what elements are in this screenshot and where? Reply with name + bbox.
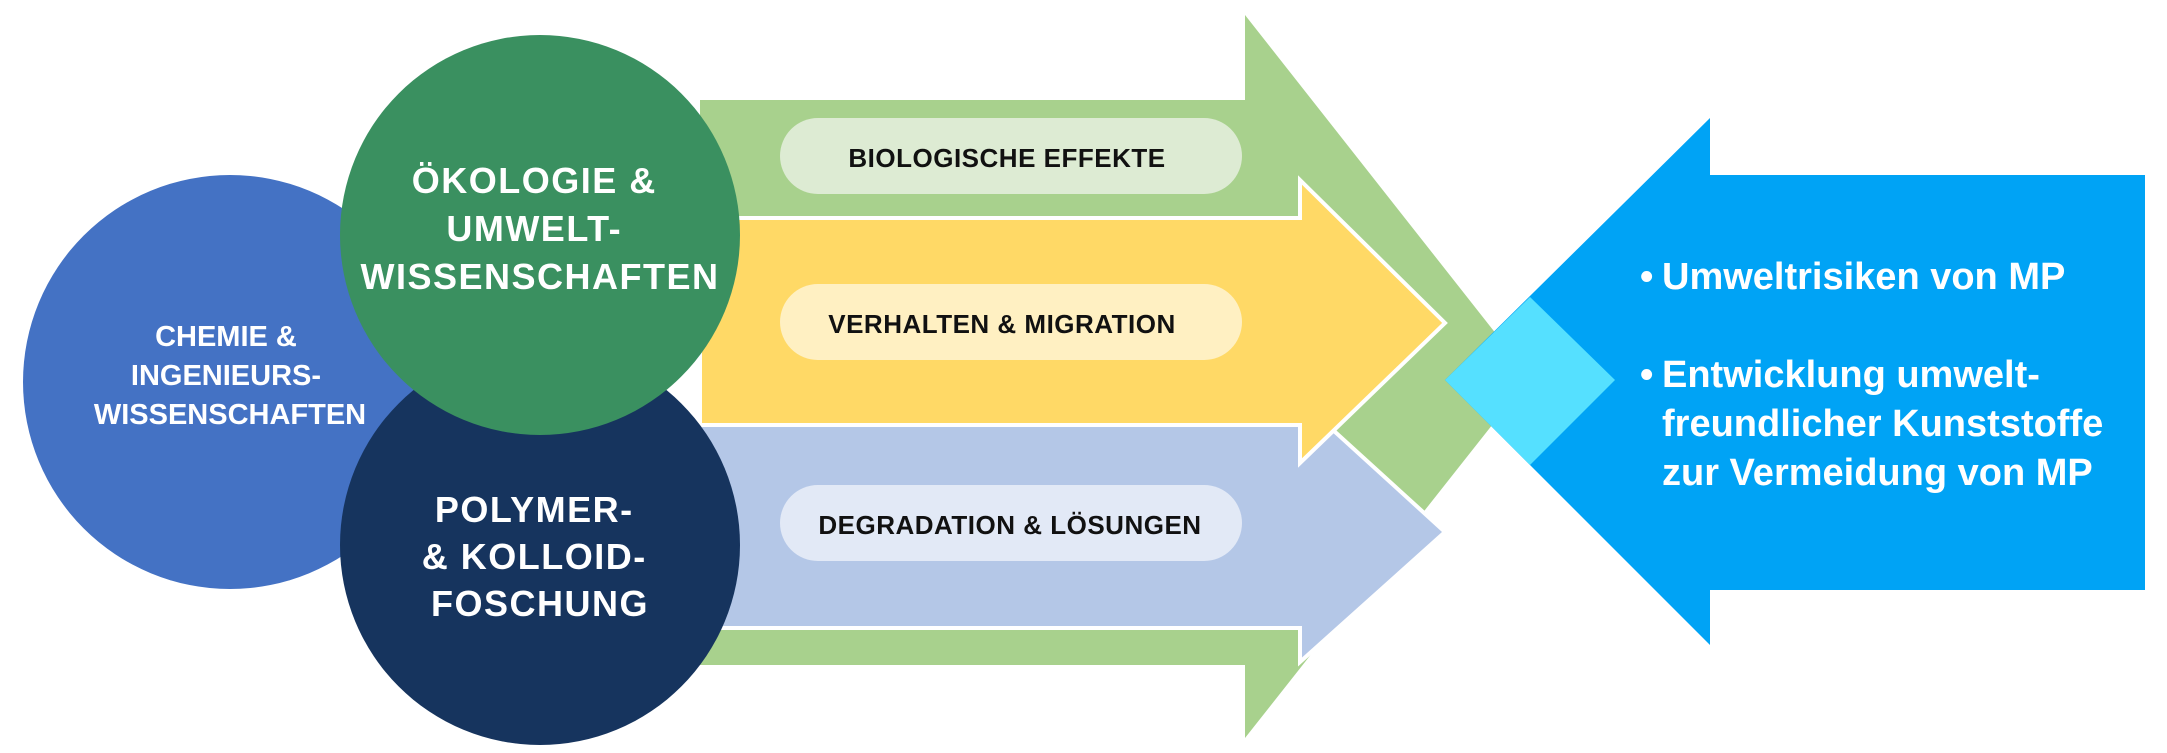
poly-circle <box>340 345 740 745</box>
topic-label-verhalten: VERHALTEN & MIGRATION <box>828 309 1176 339</box>
poly-label: POLYMER- & KOLLOID- FOSCHUNG <box>422 489 659 624</box>
topic-label-bio: BIOLOGISCHE EFFEKTE <box>848 143 1165 173</box>
oeko-label: ÖKOLOGIE & UMWELT- WISSENSCHAFTEN <box>360 160 719 297</box>
goal-item-1: • Umweltrisiken von MP <box>1640 256 2065 298</box>
chem-label: CHEMIE & INGENIEURS- WISSENSCHAFTEN <box>94 321 366 431</box>
goal-bullet-2: • <box>1640 354 1653 396</box>
topic-pill-degradation <box>780 485 1242 561</box>
goal-arrow <box>1445 118 2145 645</box>
goal-line-1-1: Umweltrisiken von MP <box>1662 256 2065 298</box>
discipline-oeko: ÖKOLOGIE & UMWELT- WISSENSCHAFTEN <box>340 35 740 435</box>
discipline-poly: POLYMER- & KOLLOID- FOSCHUNG <box>340 345 740 745</box>
topic-degradation: DEGRADATION & LÖSUNGEN <box>780 485 1242 561</box>
goal-line-2-1: Entwicklung umwelt- <box>1662 354 2040 396</box>
oeko-circle <box>340 35 740 435</box>
overlap-diamond <box>1445 297 1615 465</box>
goal-bullet-1: • <box>1640 256 1653 298</box>
topic-pill-bio <box>780 118 1242 194</box>
goal-line-2-2: freundlicher Kunststoffe <box>1662 403 2103 445</box>
goal-line-2-3: zur Vermeidung von MP <box>1662 452 2093 494</box>
chem-circle <box>23 175 437 589</box>
topic-label-degradation: DEGRADATION & LÖSUNGEN <box>818 510 1201 540</box>
topic-verhalten: VERHALTEN & MIGRATION <box>780 284 1242 360</box>
goals-list: • Umweltrisiken von MP • Entwicklung umw… <box>1640 256 2103 494</box>
goal-item-2: • Entwicklung umwelt- freundlicher Kunst… <box>1640 354 2103 494</box>
topic-bio: BIOLOGISCHE EFFEKTE <box>780 118 1242 194</box>
discipline-chem: CHEMIE & INGENIEURS- WISSENSCHAFTEN <box>23 175 437 589</box>
topic-pill-verhalten <box>780 284 1242 360</box>
